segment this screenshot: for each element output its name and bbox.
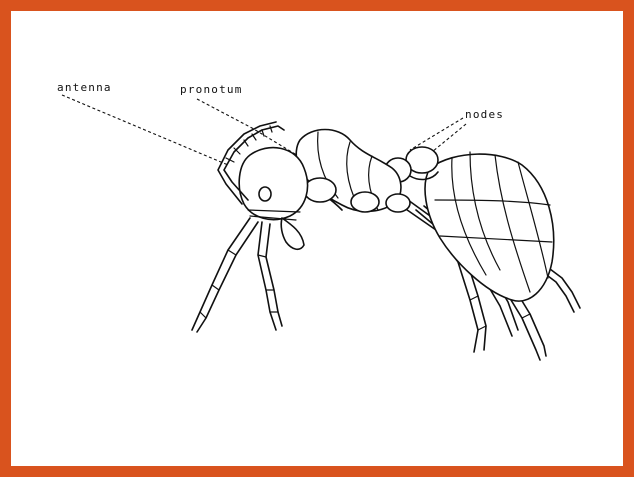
mandible <box>281 218 304 249</box>
label-pronotum: pronotum <box>180 83 243 96</box>
coxa-middle <box>351 192 379 212</box>
leader-nodes-1 <box>410 118 463 150</box>
coxa-front <box>304 178 336 202</box>
eye <box>259 187 271 201</box>
front-leg-right <box>258 222 276 330</box>
gaster <box>425 152 554 301</box>
thorax <box>296 130 410 213</box>
label-antenna: antenna <box>57 81 112 94</box>
label-nodes: nodes <box>465 108 504 121</box>
leader-antenna <box>62 95 228 165</box>
leader-nodes-2 <box>432 124 466 152</box>
coxa-hind <box>386 194 410 212</box>
